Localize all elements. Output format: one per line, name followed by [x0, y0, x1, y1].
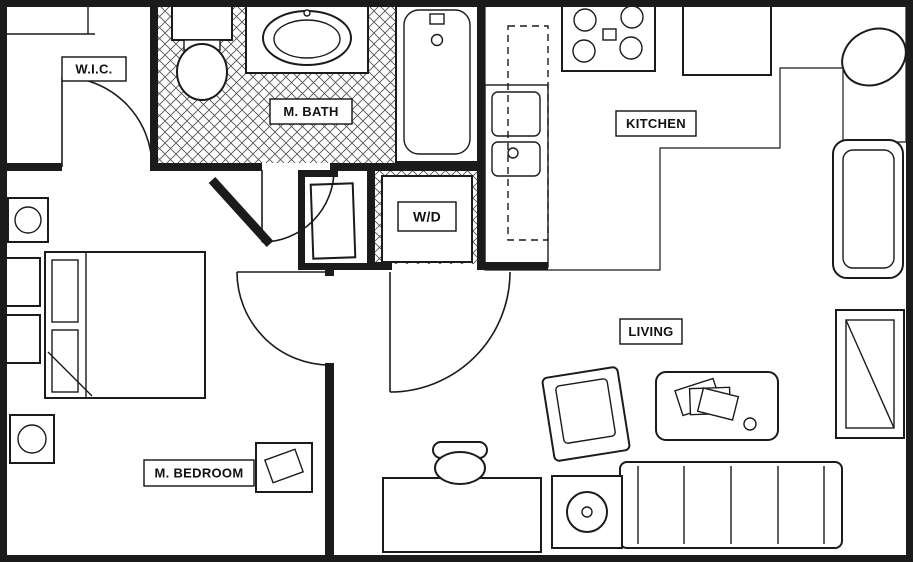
bathtub [395, 1, 479, 163]
wic-door [61, 76, 153, 168]
room-label-kitchen: KITCHEN [615, 110, 697, 137]
recliner [832, 139, 904, 279]
label-box [615, 110, 697, 137]
toilet [171, 3, 233, 101]
wall-closet-top [298, 170, 338, 177]
label-box [61, 56, 127, 82]
bed [44, 251, 206, 399]
room-label-washer-dryer-text: W/D [413, 209, 441, 225]
wall-bath-bottom-left [150, 163, 262, 171]
dresser-lower [3, 314, 41, 364]
water-heater [309, 182, 357, 260]
wall-wd-bottom-stub [367, 262, 392, 270]
label-box [619, 318, 683, 345]
living-door [389, 271, 511, 393]
wall-bath-kitchen [477, 0, 485, 270]
upper-cabinets-dashed [507, 25, 549, 241]
wall-left [0, 0, 7, 562]
wall-top [0, 0, 913, 7]
wall-right [906, 0, 913, 562]
desk-chair [432, 441, 488, 485]
stove [561, 1, 656, 72]
wall-closet-bottom [298, 263, 375, 270]
room-label-living-text: LIVING [628, 324, 673, 339]
room-label-master-bedroom-text: M. BEDROOM [155, 466, 244, 481]
nightstand-lower [9, 414, 55, 464]
room-label-master-bath: M. BATH [269, 98, 353, 125]
room-label-master-bedroom: M. BEDROOM [143, 459, 255, 487]
tv-console [835, 309, 905, 439]
corner-basin [841, 27, 907, 87]
master-bath-fixtures [171, 1, 479, 163]
room-label-wic: W.I.C. [61, 56, 127, 82]
doors [61, 76, 511, 393]
wall-closet-left [298, 170, 305, 270]
vanity-sink [245, 1, 369, 74]
coffee-table [655, 371, 779, 441]
bedroom-furniture [3, 197, 313, 493]
side-table-lamp [551, 475, 623, 549]
room-label-kitchen-text: KITCHEN [626, 116, 686, 131]
wall-bath-bottom-right [330, 163, 480, 171]
wall-counter-bottom [477, 262, 548, 270]
armchair [541, 366, 631, 462]
label-box [143, 459, 255, 487]
desk [382, 477, 542, 553]
kitchen-sink [484, 84, 549, 268]
living-furniture [382, 139, 905, 553]
wall-diagonal-hall [208, 176, 274, 248]
room-label-living: LIVING [619, 318, 683, 345]
dresser-upper [3, 257, 41, 307]
kitchen-fixtures [484, 1, 907, 268]
wall-wd-left [367, 168, 375, 270]
room-labels: W.I.C. M. BATH KITCHEN W/D LIVING M. BED… [61, 56, 697, 487]
wall-wic-bath [150, 0, 158, 171]
wall-wic-bottom [0, 163, 62, 171]
refrigerator [682, 1, 772, 76]
bedroom-door [236, 271, 331, 366]
wall-bottom [0, 555, 913, 562]
label-box [269, 98, 353, 125]
room-label-wic-text: W.I.C. [75, 62, 112, 77]
room-label-washer-dryer: W/D [397, 201, 457, 232]
nightstand-upper [7, 197, 49, 243]
wall-bedroom-living [325, 363, 334, 555]
label-box [397, 201, 457, 232]
corner-table [255, 442, 313, 493]
sofa [619, 461, 843, 549]
wall-bedroom-stub [325, 270, 334, 276]
room-label-master-bath-text: M. BATH [283, 104, 338, 119]
